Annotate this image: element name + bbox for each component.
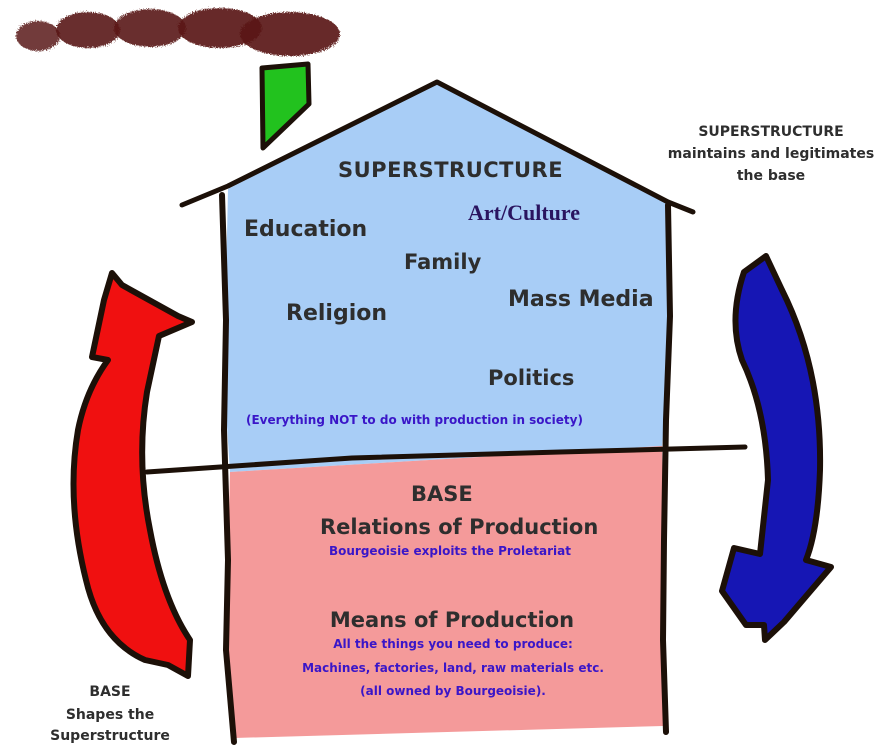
side-caption-left-line2: Shapes the bbox=[65, 707, 155, 723]
smoke-puff bbox=[114, 9, 186, 47]
means-of-production-title: Means of Production bbox=[329, 608, 575, 632]
family-label: Family bbox=[404, 250, 482, 274]
side-caption-left-line1: BASE bbox=[89, 684, 131, 700]
superstructure-note: (Everything NOT to do with production in… bbox=[246, 413, 583, 427]
smoke-puff bbox=[16, 21, 60, 51]
chimney bbox=[259, 61, 312, 151]
relations-of-production-title: Relations of Production bbox=[320, 515, 599, 539]
right-wall bbox=[660, 202, 673, 735]
roof-line bbox=[179, 79, 696, 215]
religion-label: Religion bbox=[286, 301, 388, 326]
superstructure-heading: SUPERSTRUCTURE bbox=[338, 158, 564, 182]
blue-arrow bbox=[719, 253, 834, 643]
side-caption-right-line1: SUPERSTRUCTURE bbox=[698, 124, 844, 140]
mass-media-label: Mass Media bbox=[508, 287, 654, 312]
smoke-puff bbox=[56, 12, 120, 48]
means-of-production-line1: All the things you need to produce: bbox=[333, 637, 573, 651]
chimney-smoke bbox=[16, 8, 340, 56]
relations-of-production-desc: Bourgeoisie exploits the Proletariat bbox=[328, 544, 571, 558]
side-caption-right-line2: maintains and legitimates bbox=[667, 146, 875, 162]
dividing-line bbox=[144, 444, 748, 475]
base-heading: BASE bbox=[411, 482, 473, 506]
red-arrow bbox=[70, 270, 195, 679]
side-caption-left-line3: Superstructure bbox=[50, 728, 170, 744]
superstructure-area bbox=[224, 82, 670, 472]
politics-label: Politics bbox=[488, 366, 575, 390]
house-outline bbox=[144, 79, 748, 745]
smoke-puff bbox=[240, 12, 340, 56]
means-of-production-line2: Machines, factories, land, raw materials… bbox=[302, 661, 604, 675]
side-caption-right-line3: the base bbox=[736, 168, 806, 184]
base-area bbox=[226, 446, 664, 738]
education-label: Education bbox=[244, 217, 368, 242]
left-wall bbox=[219, 192, 237, 745]
art-culture-label: Art/Culture bbox=[468, 200, 581, 225]
means-of-production-line3: (all owned by Bourgeoisie). bbox=[360, 684, 546, 698]
